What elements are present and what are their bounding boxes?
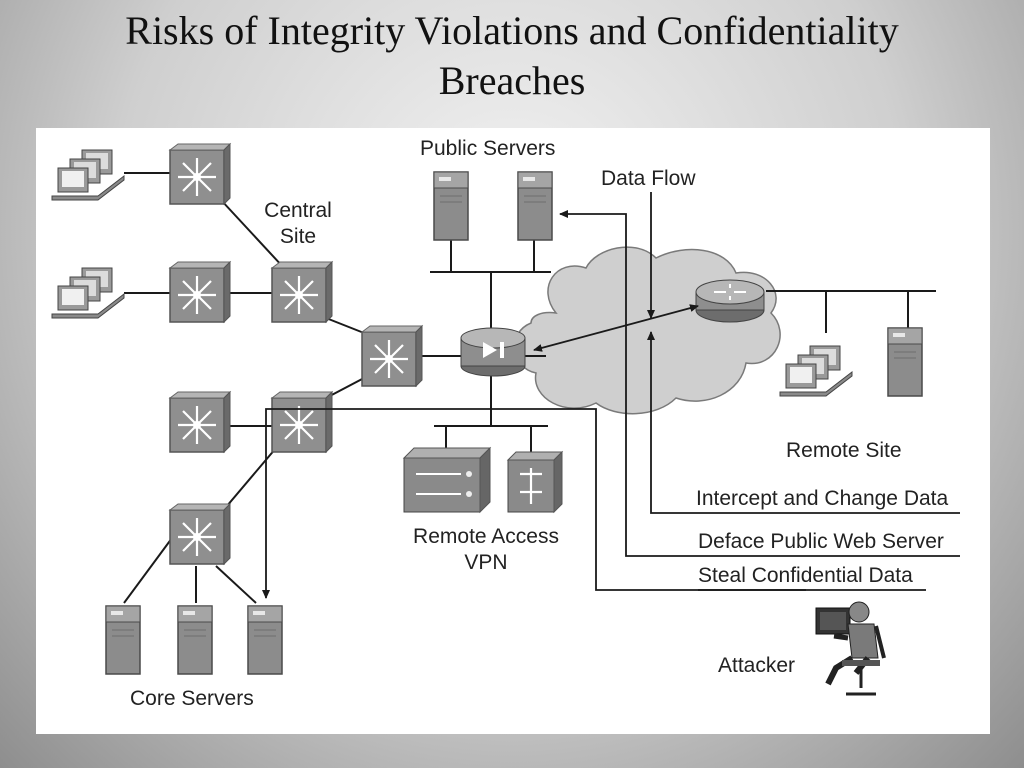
firewall-device — [460, 327, 526, 377]
core-server-3 — [247, 605, 283, 675]
label-remote-access-line1: Remote Access — [413, 525, 559, 548]
core-switch — [168, 502, 232, 566]
slide-title: Risks of Integrity Violations and Confid… — [40, 6, 984, 106]
threat-steal-label: Steal Confidential Data — [698, 564, 913, 587]
diagram-canvas — [51, 142, 960, 696]
vpn-gateway — [506, 450, 564, 514]
label-central-site-line1: Central — [264, 199, 332, 222]
threat-deface-label: Deface Public Web Server — [698, 530, 944, 553]
core-server-1 — [105, 605, 141, 675]
slide-title-line-2: Breaches — [438, 58, 586, 103]
remote-server — [887, 327, 923, 397]
workstations-1 — [51, 149, 125, 201]
central-switch — [270, 260, 334, 324]
internet-cloud — [514, 246, 781, 415]
access-switch-1 — [168, 142, 232, 206]
label-remote-site: Remote Site — [786, 439, 902, 462]
slide-title-line-1: Risks of Integrity Violations and Confid… — [125, 8, 899, 53]
attacker-figure — [815, 601, 886, 696]
label-core-servers: Core Servers — [130, 687, 254, 710]
public-server-2 — [517, 171, 553, 241]
central-switch-2 — [270, 390, 334, 454]
distribution-switch — [360, 324, 424, 388]
threat-intercept-label: Intercept and Change Data — [696, 487, 949, 510]
label-data-flow: Data Flow — [601, 167, 696, 190]
remote-router — [695, 279, 765, 323]
remote-workstations — [779, 345, 853, 397]
core-server-2 — [177, 605, 213, 675]
workstations-2 — [51, 267, 125, 319]
label-remote-access-vpn: Remote Access VPN — [413, 524, 559, 576]
label-central-site-line2: Site — [279, 225, 317, 248]
label-central-site: Central Site — [264, 198, 332, 250]
vpn-concentrator — [402, 446, 492, 514]
label-attacker: Attacker — [718, 654, 796, 677]
access-switch-2 — [168, 260, 232, 324]
access-switch-3 — [168, 390, 232, 454]
public-server-1 — [433, 171, 469, 241]
label-public-servers: Public Servers — [420, 137, 556, 160]
network-diagram: Public Servers Data Flow Central Site Re… — [36, 128, 990, 734]
label-remote-access-line2: VPN — [464, 551, 508, 574]
